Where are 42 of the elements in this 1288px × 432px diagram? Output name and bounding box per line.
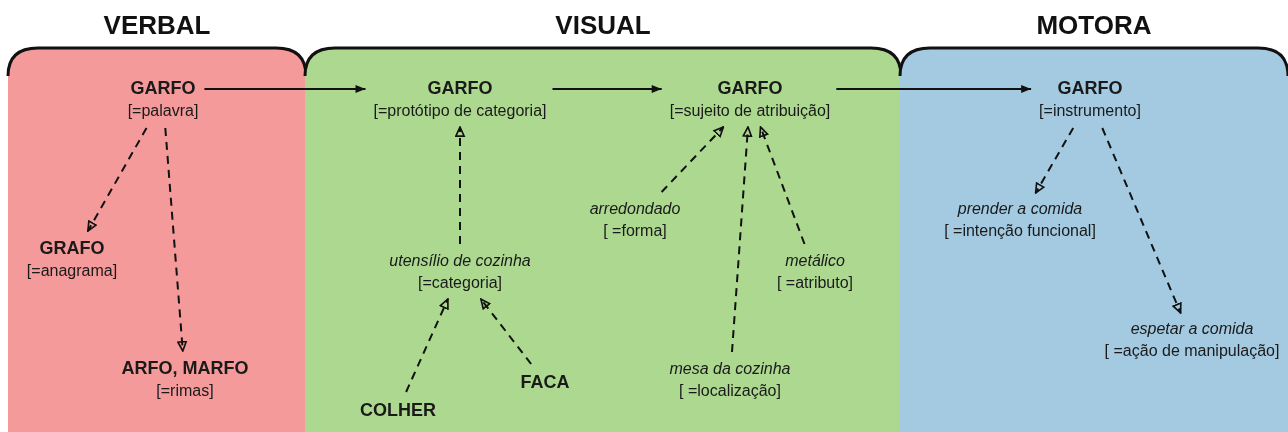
dashed-arrow	[164, 127, 187, 352]
meaning-label: [=protótipo de categoria]	[373, 101, 547, 121]
word-label: GARFO	[129, 77, 197, 100]
word-label: GARFO	[1056, 77, 1124, 100]
dashed-arrow	[1101, 127, 1182, 314]
dashed-arrow	[455, 126, 465, 245]
dashed-arrow	[479, 298, 533, 365]
meaning-label: [=categoria]	[416, 273, 504, 293]
meaning-label: [ =intenção funcional]	[944, 221, 1096, 241]
meaning-label: [=instrumento]	[1039, 101, 1141, 121]
word-label: GARFO	[426, 77, 494, 100]
dashed-arrow	[1034, 127, 1075, 194]
meaning-label: [=palavra]	[127, 101, 199, 121]
meaning-label: [ =atributo]	[777, 273, 853, 293]
dashed-arrow	[660, 126, 725, 193]
word-label: GRAFO	[38, 237, 106, 260]
concept-label: utensílio de cozinha	[389, 251, 531, 271]
arrow	[203, 85, 367, 93]
dashed-arrow	[731, 126, 753, 353]
concept-label: espetar a comida	[1129, 319, 1255, 339]
concept-label: arredondado	[589, 199, 681, 219]
panel-heading: VISUAL	[554, 10, 652, 40]
panel-heading: VERBAL	[102, 10, 212, 40]
meaning-label: [ =ação de manipulação]	[1104, 341, 1280, 361]
word-label: GARFO	[716, 77, 784, 100]
meaning-label: [ =localização]	[678, 381, 782, 401]
meaning-label: [=anagrama]	[26, 261, 118, 281]
concept-label: metálico	[784, 251, 846, 271]
dashed-arrow	[86, 127, 148, 232]
concept-label: prender a comida	[956, 199, 1084, 219]
word-label: ARFO, MARFO	[121, 357, 249, 380]
meaning-label: [=rimas]	[155, 381, 215, 401]
word-label: FACA	[520, 371, 570, 394]
arrow	[551, 85, 663, 93]
dashed-arrow	[759, 126, 806, 245]
panel-heading: MOTORA	[1035, 10, 1153, 40]
meaning-label: [=sujeito de atribuição]	[669, 101, 831, 121]
meaning-label: [ =forma]	[602, 221, 668, 241]
word-label: COLHER	[360, 399, 436, 422]
dashed-arrow	[405, 298, 449, 393]
arrow	[835, 85, 1033, 93]
concept-label: mesa da cozinha	[669, 359, 791, 379]
